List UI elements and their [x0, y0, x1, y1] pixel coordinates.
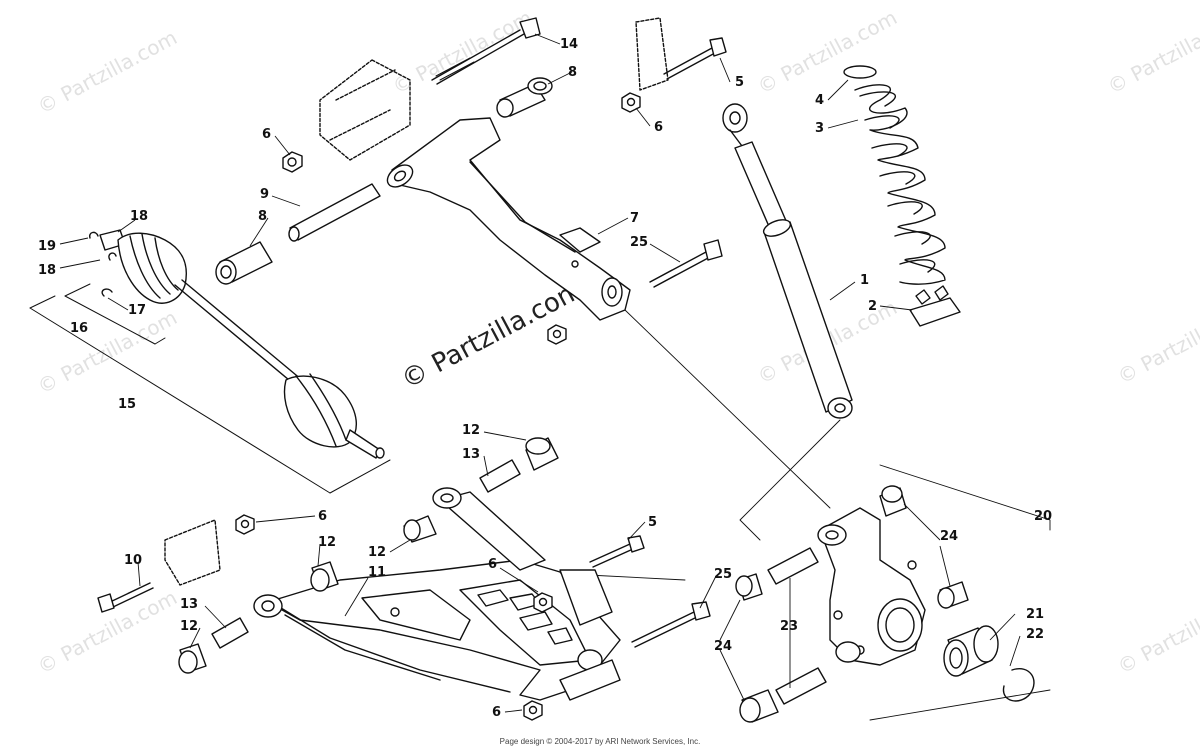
pin-23-lower	[775, 667, 827, 705]
callout-3: 3	[815, 121, 825, 136]
callout-24: 24	[940, 529, 959, 544]
bolt-14	[431, 17, 541, 85]
callout-10: 10	[124, 553, 143, 568]
callout-6: 6	[262, 127, 272, 142]
callout-9: 9	[260, 187, 270, 202]
callout-2: 2	[868, 299, 878, 314]
nut-6-shock	[621, 92, 641, 113]
pin-9	[288, 183, 381, 242]
callout-18: 18	[38, 263, 57, 278]
frame-bracket-lower	[164, 519, 221, 586]
callout-13: 13	[462, 447, 481, 462]
footer-credit: Page design © 2004-2017 by ARI Network S…	[499, 737, 701, 746]
knuckle	[817, 507, 926, 666]
callout-24: 24	[714, 639, 733, 654]
callout-6: 6	[492, 705, 502, 720]
bushing-24-left	[735, 573, 763, 601]
spring-seat-2	[909, 285, 961, 327]
callout-12: 12	[318, 535, 337, 550]
group-bracket-15	[29, 283, 391, 494]
bushing-12-mid	[403, 515, 437, 543]
cv-axle	[99, 229, 385, 459]
callout-25: 25	[630, 235, 649, 250]
callout-8: 8	[258, 209, 268, 224]
nut-6-lower-left	[235, 514, 255, 535]
nut-6-center	[533, 592, 553, 613]
callout-11: 11	[368, 565, 387, 580]
leader-lines	[587, 309, 1051, 721]
coil-spring	[843, 65, 946, 285]
callout-12: 12	[368, 545, 387, 560]
bolt-5-upper	[663, 37, 727, 80]
callout-12: 12	[180, 619, 199, 634]
callout-5: 5	[735, 75, 745, 90]
callout-5: 5	[648, 515, 658, 530]
shock-absorber	[722, 103, 853, 419]
bushing-8-lower	[215, 241, 273, 285]
bolt-10	[97, 582, 154, 613]
callout-12: 12	[462, 423, 481, 438]
pin-13-left	[211, 617, 249, 649]
nut-6-upper	[282, 151, 303, 173]
bushing-12-bottom	[178, 643, 207, 674]
bushing-24-bottom	[739, 689, 779, 723]
callout-25: 25	[714, 567, 733, 582]
bolt-5-lower	[589, 535, 645, 568]
bushing-12-upper	[525, 437, 559, 471]
bushing-12-left	[310, 561, 339, 592]
callout-22: 22	[1026, 627, 1045, 642]
callout-8: 8	[568, 65, 578, 80]
bolt-25-lower	[631, 601, 711, 648]
upper-a-arm	[386, 117, 631, 321]
nut-6-bottom	[523, 700, 543, 721]
callout-13: 13	[180, 597, 199, 612]
snap-ring-22	[1002, 668, 1035, 702]
pin-23-upper	[767, 547, 819, 585]
bolt-25-upper	[649, 239, 723, 288]
callout-4: 4	[815, 93, 825, 108]
callout-6: 6	[488, 557, 498, 572]
callout-14: 14	[560, 37, 579, 52]
callout-19: 19	[38, 239, 57, 254]
callout-1: 1	[860, 273, 870, 288]
callout-18: 18	[130, 209, 149, 224]
callout-20: 20	[1034, 509, 1053, 524]
frame-bracket-upper	[319, 59, 411, 161]
bushing-8-upper	[496, 77, 553, 118]
snap-rings	[88, 231, 117, 297]
callout-6: 6	[318, 509, 328, 524]
callout-7: 7	[630, 211, 640, 226]
lower-a-arm	[253, 487, 621, 701]
callout-6: 6	[654, 120, 664, 135]
pin-13-upper	[479, 459, 521, 493]
callout-16: 16	[70, 321, 89, 336]
callout-15: 15	[118, 397, 137, 412]
callout-17: 17	[128, 303, 147, 318]
nut-upper-arm	[547, 324, 567, 345]
bushing-24-top	[879, 485, 907, 517]
frame-bracket-shock	[635, 17, 669, 91]
bushing-24-right	[937, 581, 969, 609]
callout-23: 23	[780, 619, 799, 634]
callout-21: 21	[1026, 607, 1045, 622]
bearing-21	[943, 625, 999, 677]
